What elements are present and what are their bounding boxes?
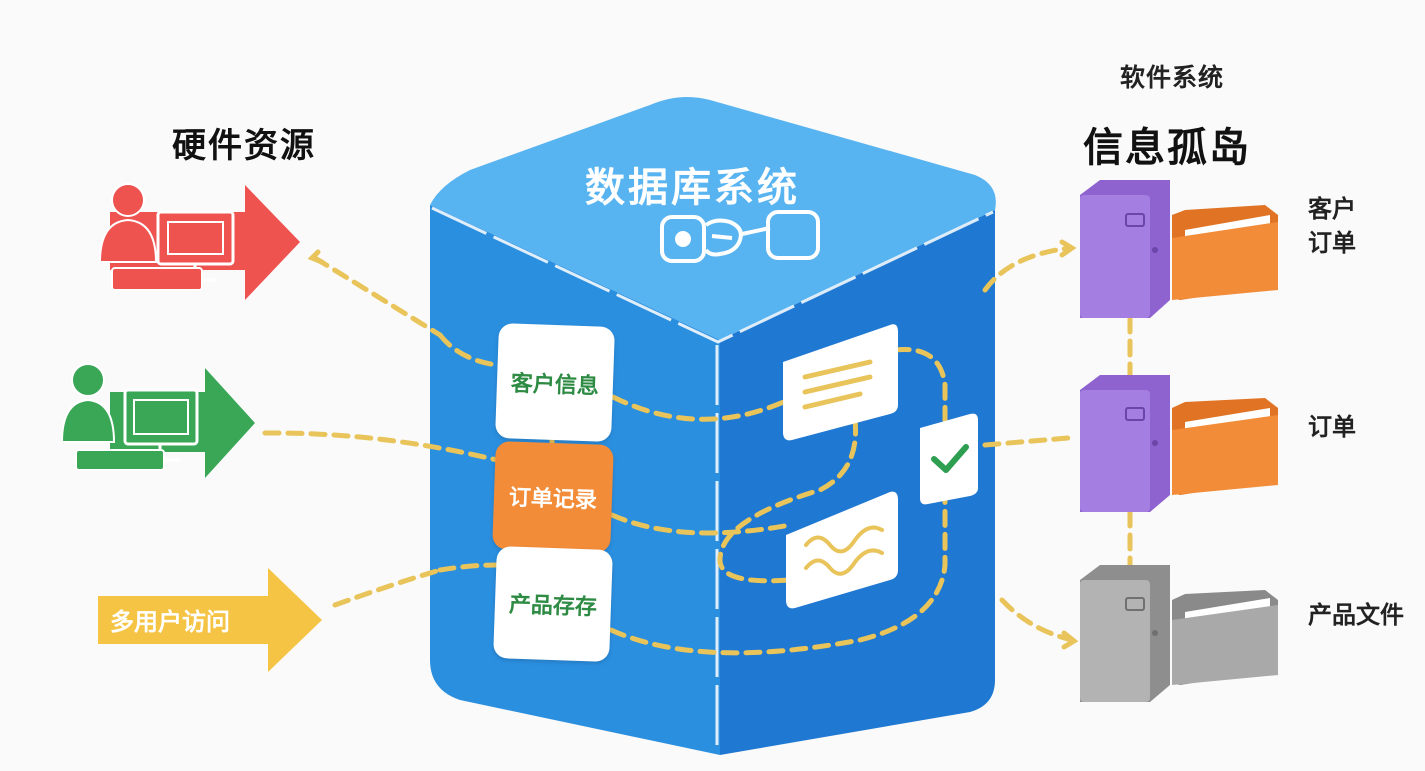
island-title: 信息孤岛 (1083, 125, 1251, 171)
left-flow-lines (307, 249, 443, 608)
checkmark-icon (931, 444, 969, 473)
folder-icon (1172, 590, 1278, 685)
right-flow-lines (982, 239, 1133, 650)
check-card (920, 413, 978, 505)
customer-info-card: 客户信息 (495, 323, 615, 442)
wave-icon (804, 525, 884, 576)
server-cabinet-icon (1080, 375, 1170, 512)
person-computer-icon (60, 363, 199, 471)
hardware-title: 硬件资源 (172, 126, 316, 166)
multi-user-label: 多用户访问 (110, 608, 230, 636)
red-arrow (98, 183, 300, 300)
product-storage-label: 产品存存 (508, 592, 598, 621)
person-computer-icon (98, 183, 235, 291)
product-files-label: 产品文件 (1308, 601, 1404, 629)
server-cabinet-icon (1080, 180, 1170, 318)
product-storage-card: 产品存存 (493, 546, 613, 662)
cube-right-face (720, 210, 995, 755)
cube-top-face (430, 96, 996, 340)
order-records-card: 订单记录 (492, 440, 614, 554)
wave-card (786, 491, 898, 609)
customer-orders-label: 客户 订单 (1308, 195, 1356, 257)
folder-icon (1172, 205, 1278, 300)
cube-edge-lines (431, 206, 994, 344)
yellow-arrow (98, 568, 322, 672)
orders-label: 订单 (1308, 413, 1356, 441)
folder-icon (1172, 398, 1278, 495)
database-key-icon (660, 210, 820, 263)
order-records-label: 订单记录 (508, 485, 598, 514)
customer-info-label: 客户信息 (510, 370, 600, 400)
document-icon (802, 359, 873, 410)
document-card (783, 324, 898, 441)
software-caption: 软件系统 (1120, 63, 1225, 92)
database-title: 数据库系统 (585, 165, 800, 211)
green-arrow (60, 363, 255, 478)
server-cabinet-icon (1080, 565, 1170, 702)
